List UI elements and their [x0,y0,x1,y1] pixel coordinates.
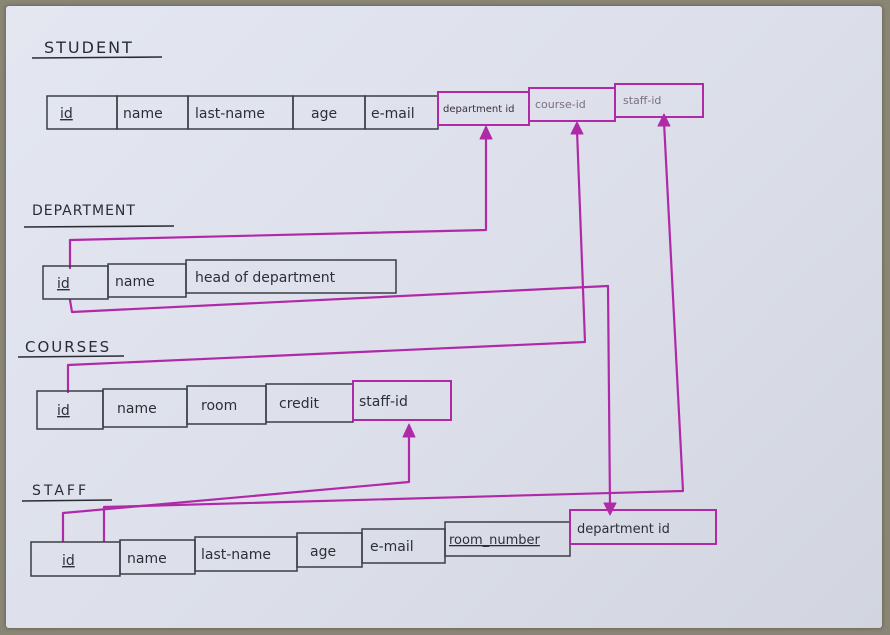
courses-field-id: id [57,403,70,419]
student-field-staff-id: staff-id [623,94,661,107]
staff-field-age: age [310,544,336,560]
arrowhead-student-department-id [479,125,493,140]
department-field-id: id [57,276,70,292]
student-field-name: name [123,106,163,122]
staff-field-labels: id name last-name age e-mail room_number… [62,522,670,569]
student-field-id: id [60,106,73,122]
staff-field-name: name [127,551,167,567]
arrowhead-courses-staff-id [402,423,416,438]
courses-field-credit: credit [279,396,320,412]
courses-cell-staff-id [352,380,452,421]
department-cell-head-of-department [185,259,397,294]
relation-staff-to-student [102,120,685,543]
courses-field-name: name [117,401,157,417]
student-cell-staff-id [614,83,704,118]
arrowhead-student-staff-id [657,113,671,127]
student-title-group: STUDENT [31,38,163,59]
department-title: DEPARTMENT [32,203,136,219]
student-field-labels: id name last-name age e-mail department … [60,94,661,122]
staff-field-e-mail: e-mail [370,539,414,555]
department-field-name: name [115,274,155,290]
relation-staff-to-courses [61,434,411,543]
student-field-e-mail: e-mail [371,106,415,122]
paper-sheet [6,6,882,628]
department-field-head-of-department: head of department [195,270,336,286]
courses-field-staff-id: staff-id [359,394,408,410]
department-field-labels: id name head of department [57,270,336,292]
student-cell-id [46,95,118,130]
student-field-department-id: department id [443,104,514,115]
staff-field-room-number: room_number [449,533,541,548]
courses-title-group: COURSES [17,338,125,358]
courses-field-room: room [201,398,237,414]
student-field-age: age [311,106,337,122]
student-field-course-id: course-id [535,98,586,111]
relation-department-to-student [68,136,488,270]
student-table [46,83,704,130]
relation-courses-to-student [66,128,587,394]
staff-field-department-id: department id [577,522,670,537]
staff-title-group: STAFF [21,483,113,502]
staff-field-last-name: last-name [201,547,271,563]
relation-department-to-staff [68,284,612,509]
courses-field-labels: id name room credit staff-id [57,394,408,419]
staff-field-id: id [62,553,75,569]
staff-cell-department-id [569,509,717,545]
courses-table [36,380,452,430]
staff-cell-id [30,541,121,577]
arrowhead-student-course-id [570,121,584,135]
student-title: STUDENT [44,38,134,57]
courses-title: COURSES [25,338,111,356]
staff-table [30,509,717,577]
department-cell-id [42,265,109,300]
department-table [42,259,397,300]
staff-title: STAFF [32,483,89,499]
courses-cell-id [36,390,104,430]
student-field-last-name: last-name [195,106,265,122]
department-title-group: DEPARTMENT [23,203,175,228]
